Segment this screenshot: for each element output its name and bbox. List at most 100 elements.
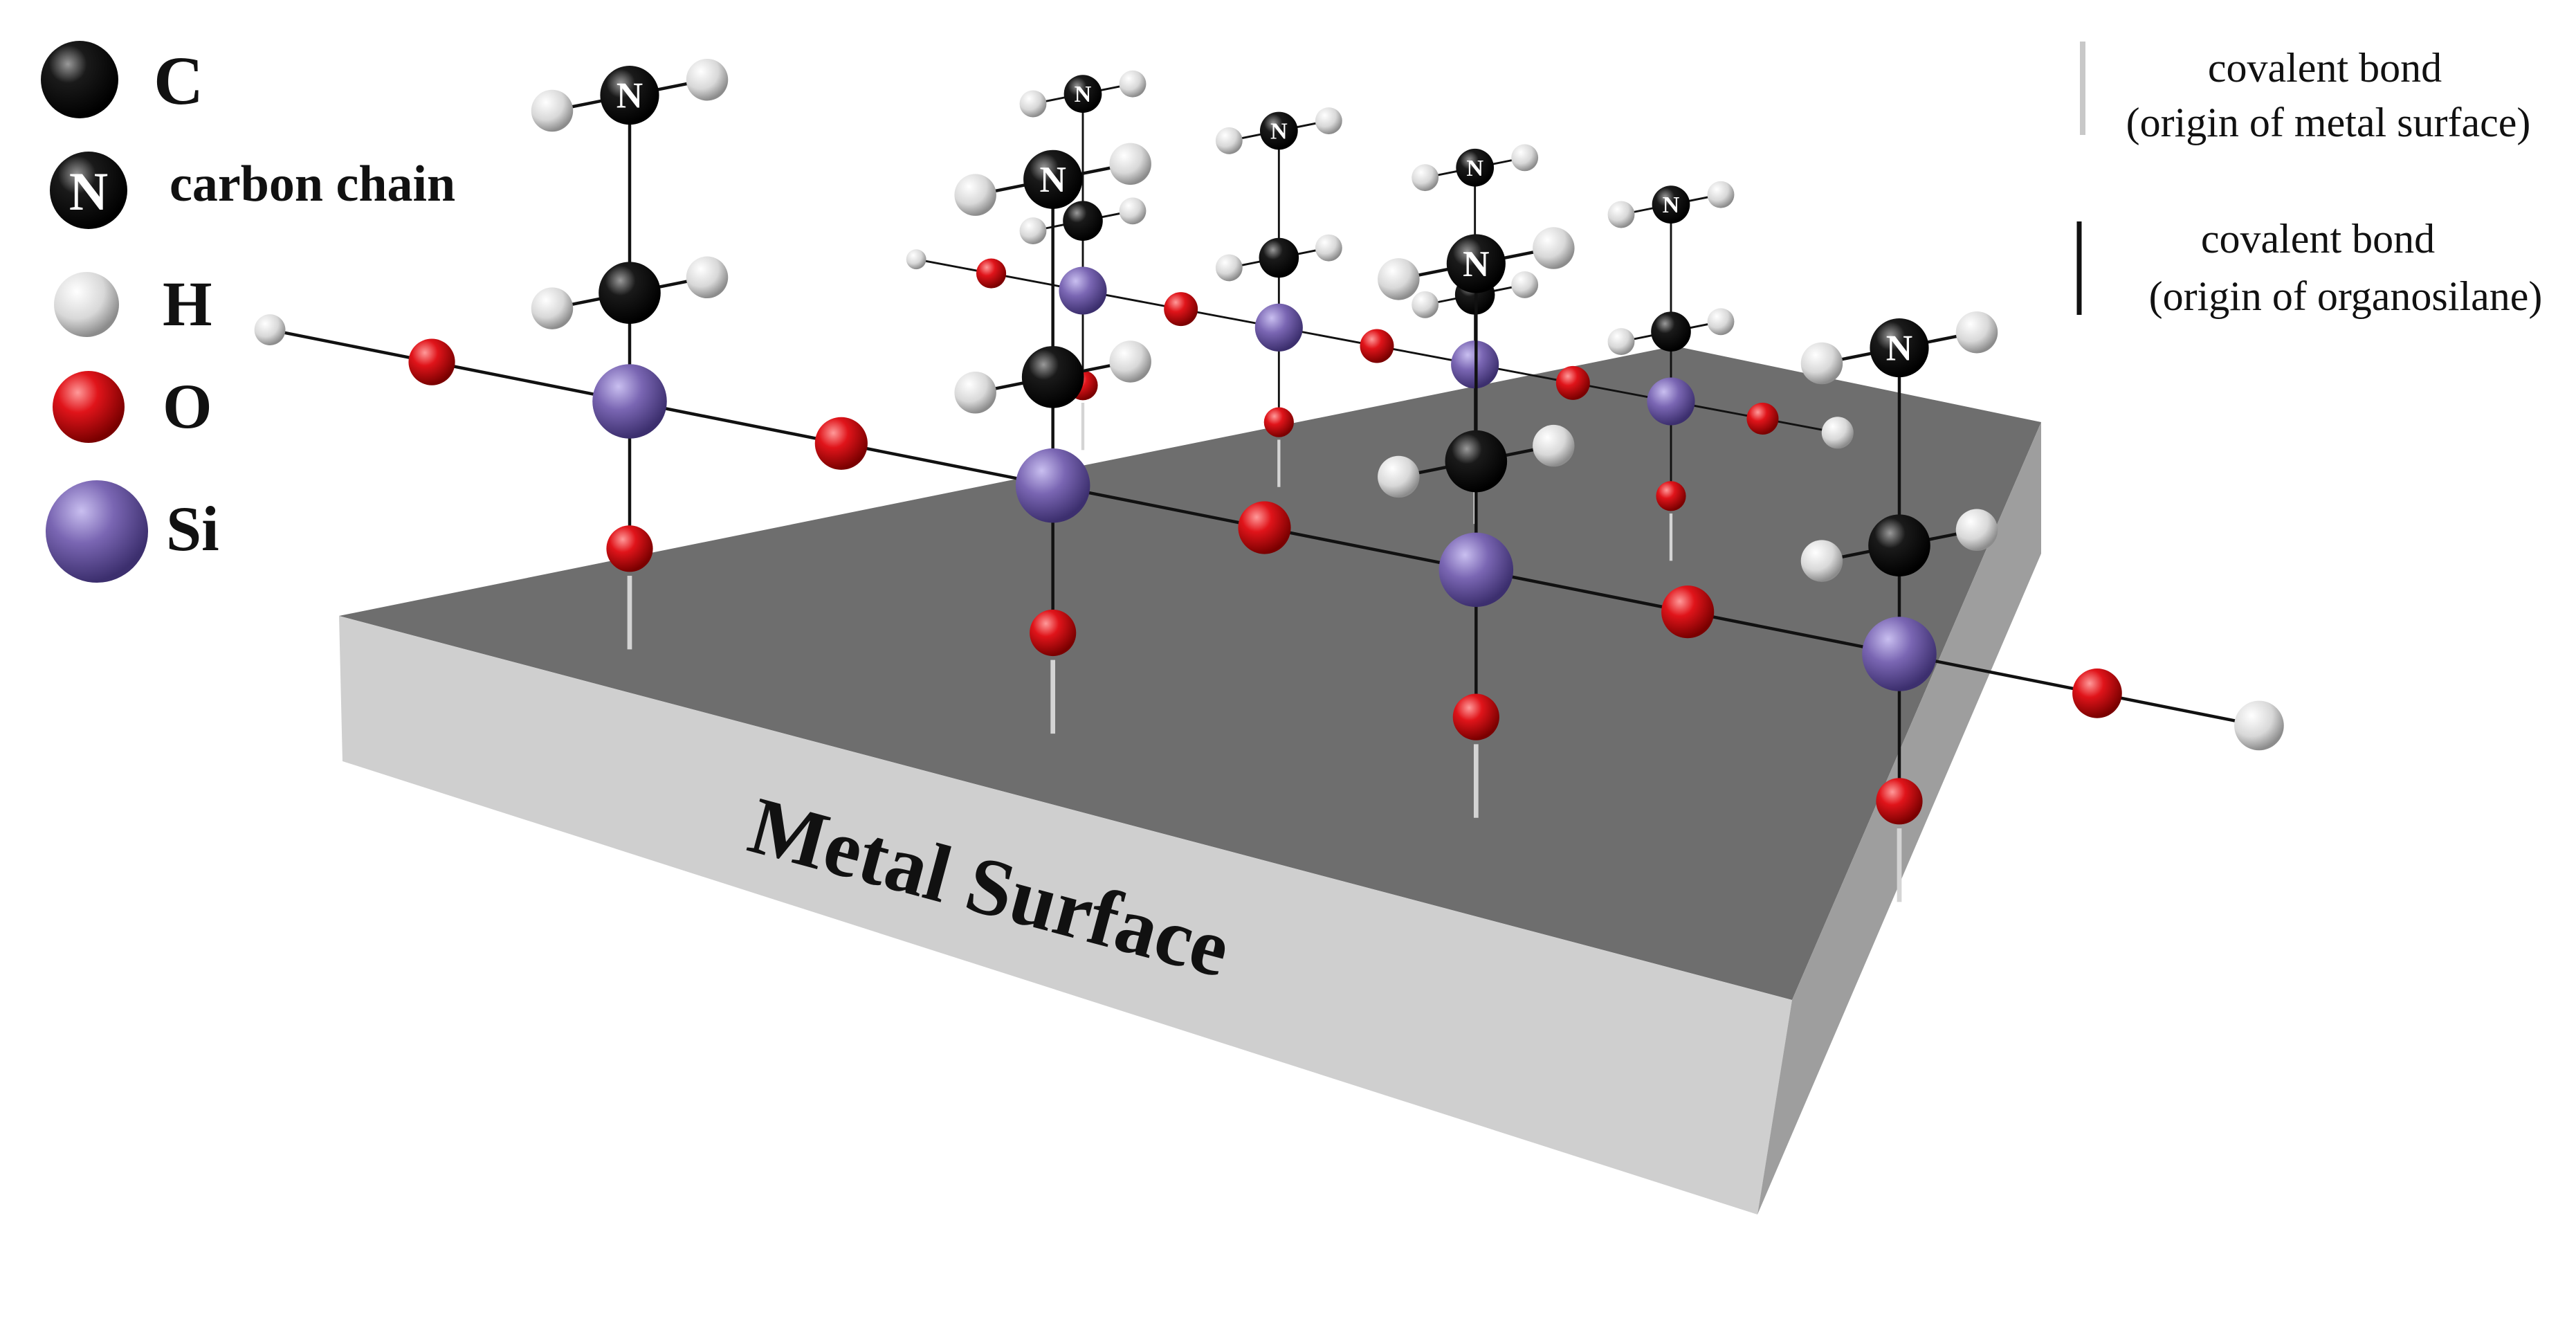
back-hydrogen-atom <box>1707 308 1735 336</box>
back-hydrogen-atom <box>1215 127 1243 154</box>
back-hydrogen-atom <box>1315 234 1342 262</box>
front-hydrogen-atom <box>1955 311 1998 354</box>
front-nitrogen-atom-symbol: N <box>1039 159 1066 200</box>
legend-nitrogen-icon <box>50 152 127 229</box>
front-silicon-atom <box>592 364 667 439</box>
legend-silicon-icon <box>46 480 148 583</box>
front-hydrogen-atom <box>686 58 729 101</box>
back-end-hydrogen-atom <box>1821 417 1854 449</box>
back-hydrogen-atom <box>1119 70 1147 98</box>
legend-carbon-icon <box>41 41 118 118</box>
legend-nitrogen-label: carbon chain <box>170 156 455 212</box>
back-bridge-oxygen-atom <box>1164 292 1198 327</box>
front-silicon-atom <box>1438 532 1514 608</box>
front-end-hydrogen-atom <box>254 314 286 345</box>
back-silicon-atom <box>1254 303 1303 352</box>
legend-oxygen-label: O <box>163 371 212 442</box>
metal-slab: Metal Surface <box>339 346 2041 1215</box>
front-oxygen-atom <box>1452 693 1499 740</box>
front-hydrogen-atom <box>1109 340 1151 383</box>
back-hydrogen-atom <box>1607 201 1635 228</box>
metal-bond-line1: covalent bond <box>2208 45 2442 91</box>
legend-nitrogen-symbol: N <box>69 161 108 221</box>
back-carbon-atom <box>1651 311 1691 352</box>
front-carbon-atom <box>1021 346 1084 408</box>
legend-hydrogen-label: H <box>163 269 212 339</box>
front-hydrogen-atom <box>1109 143 1151 185</box>
back-nitrogen-atom-symbol: N <box>1075 82 1092 107</box>
legend-silicon-label: Si <box>166 493 219 564</box>
front-hydrogen-atom <box>1378 455 1420 498</box>
back-end-oxygen-atom <box>1746 402 1779 435</box>
front-hydrogen-atom <box>531 287 574 329</box>
back-silicon-atom <box>1059 266 1107 315</box>
front-bridge-oxygen-atom <box>814 417 868 470</box>
back-hydrogen-atom <box>1119 197 1147 225</box>
front-hydrogen-atom <box>531 89 574 132</box>
front-bridge-oxygen-atom <box>1661 585 1715 639</box>
back-hydrogen-atom <box>1019 217 1047 245</box>
bond-legend: covalent bond (origin of metal surface) … <box>2076 42 2543 319</box>
front-hydrogen-atom <box>1378 258 1420 300</box>
slab-top-face <box>339 346 2041 1000</box>
back-nitrogen-atom <box>1063 75 1102 113</box>
back-hydrogen-atom <box>1019 90 1047 118</box>
front-end-hydrogen-atom <box>2234 700 2284 751</box>
back-hydrogen-atom <box>1315 107 1342 134</box>
front-hydrogen-atom <box>1800 540 1843 582</box>
front-nitrogen-atom <box>1023 149 1083 209</box>
back-hydrogen-atom <box>1511 144 1539 172</box>
front-oxygen-atom <box>1030 609 1077 657</box>
atom-legend: C N carbon chain H O Si <box>41 41 455 583</box>
slab-front-face <box>339 616 1792 1215</box>
back-oxygen-atom <box>1263 407 1294 437</box>
front-nitrogen-atom <box>600 66 659 125</box>
front-carbon-atom <box>1868 514 1930 576</box>
organosilane-bond-line2: (origin of organosilane) <box>2149 273 2543 319</box>
front-carbon-atom <box>1445 430 1508 493</box>
back-hydrogen-atom <box>1707 181 1735 208</box>
back-end-oxygen-atom <box>976 258 1007 289</box>
back-end-hydrogen-atom <box>906 249 926 270</box>
back-oxygen-atom <box>1656 481 1686 511</box>
organosilane-bond-line1: covalent bond <box>2201 216 2435 262</box>
front-end-oxygen-atom <box>408 338 455 385</box>
back-carbon-atom <box>1063 201 1103 242</box>
back-nitrogen-atom-symbol: N <box>1270 118 1288 144</box>
front-nitrogen-atom-symbol: N <box>616 75 643 116</box>
front-hydrogen-atom <box>954 174 996 216</box>
front-carbon-atom <box>599 262 661 325</box>
back-hydrogen-atom <box>1511 271 1539 298</box>
back-carbon-atom <box>1259 237 1299 278</box>
front-hydrogen-atom <box>1533 227 1575 269</box>
front-oxygen-atom <box>1876 778 1923 825</box>
legend-oxygen-icon <box>53 371 125 443</box>
back-hydrogen-atom <box>1412 164 1439 192</box>
front-silicon-atom <box>1015 448 1090 523</box>
metal-bond-line2: (origin of metal surface) <box>2126 100 2531 145</box>
front-end-oxygen-atom <box>2072 668 2122 718</box>
front-nitrogen-atom <box>1870 318 1929 378</box>
back-hydrogen-atom <box>1215 254 1243 282</box>
front-silicon-atom <box>1862 617 1937 691</box>
front-nitrogen-atom-symbol: N <box>1463 244 1489 284</box>
back-bridge-oxygen-atom <box>1360 329 1394 363</box>
front-molecule-row: N N N N <box>254 58 2284 902</box>
front-hydrogen-atom <box>954 372 996 414</box>
front-oxygen-atom <box>606 525 653 572</box>
back-bridge-oxygen-atom <box>1555 365 1590 400</box>
legend-carbon-label: C <box>154 42 203 119</box>
front-nitrogen-atom <box>1446 234 1506 293</box>
front-hydrogen-atom <box>686 256 729 299</box>
legend-hydrogen-icon <box>54 272 119 337</box>
back-hydrogen-atom <box>1412 291 1439 318</box>
back-nitrogen-atom <box>1652 185 1690 224</box>
front-hydrogen-atom <box>1533 424 1575 467</box>
back-silicon-atom <box>1647 377 1695 426</box>
back-nitrogen-atom <box>1259 111 1298 150</box>
back-nitrogen-atom-symbol: N <box>1466 156 1483 181</box>
front-bridge-oxygen-atom <box>1238 501 1291 554</box>
back-nitrogen-atom-symbol: N <box>1663 192 1680 218</box>
front-hydrogen-atom <box>1955 509 1998 552</box>
